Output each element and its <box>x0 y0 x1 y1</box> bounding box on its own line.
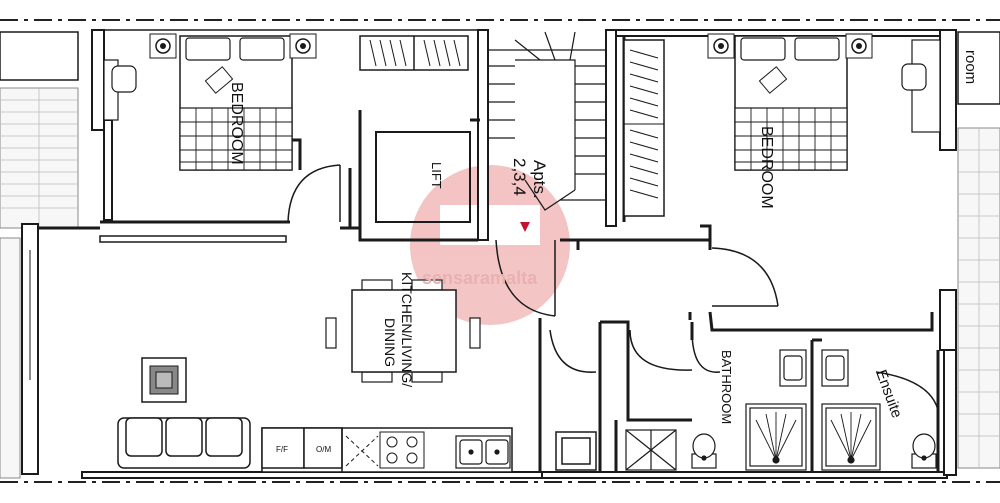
sink-icon-bathroom <box>779 349 807 387</box>
toilet-icon-bathroom <box>691 433 717 469</box>
left-balcony <box>0 31 79 479</box>
bathroom-label: BATHROOM <box>719 350 734 424</box>
stairs-label-line1: Apts. <box>530 160 549 199</box>
room-partial-label: room <box>962 50 979 84</box>
kitchen-label-line2: DINING <box>382 318 398 367</box>
watermark-text: sensaramalta <box>422 268 538 288</box>
sink-icon <box>455 435 511 469</box>
fridge-label: F/F <box>276 445 288 454</box>
bedroom-left-label: BEDROOM <box>228 82 245 165</box>
staircase <box>488 31 607 211</box>
nightstand-left <box>149 33 317 59</box>
sofa <box>117 417 251 469</box>
shaft-icon <box>625 429 677 471</box>
bedroom-right-label: BEDROOM <box>758 126 775 209</box>
sink-icon-ensuite <box>821 349 849 387</box>
lift-label: LIFT <box>429 162 444 189</box>
kitchen-label-line1: KITCHEN/LIVING/ <box>399 272 415 387</box>
toilet-icon-ensuite <box>911 433 937 469</box>
wardrobe-left <box>359 35 469 71</box>
bed-left <box>179 35 293 171</box>
shower-icon-bathroom <box>745 403 807 471</box>
nightstand-right <box>707 33 873 59</box>
washing-machine-icon <box>555 431 597 471</box>
dining-table <box>325 279 481 383</box>
desk-right <box>901 39 941 133</box>
desk-left <box>103 59 137 121</box>
entrance-arrow-icon <box>520 222 530 232</box>
exterior-walls <box>21 29 957 479</box>
oven-label: O/M <box>316 445 331 454</box>
door-swings <box>287 164 939 411</box>
cabinet-strip-top <box>99 235 287 243</box>
stairs-label-line2: 2,3,4 <box>510 158 529 196</box>
shower-icon-ensuite <box>821 403 881 471</box>
right-balcony <box>957 31 1000 469</box>
property-boundary <box>0 19 1000 483</box>
hob-icon <box>345 431 425 469</box>
wardrobe-right <box>623 39 665 217</box>
stove-icon <box>141 357 187 403</box>
bed-right <box>734 35 848 171</box>
